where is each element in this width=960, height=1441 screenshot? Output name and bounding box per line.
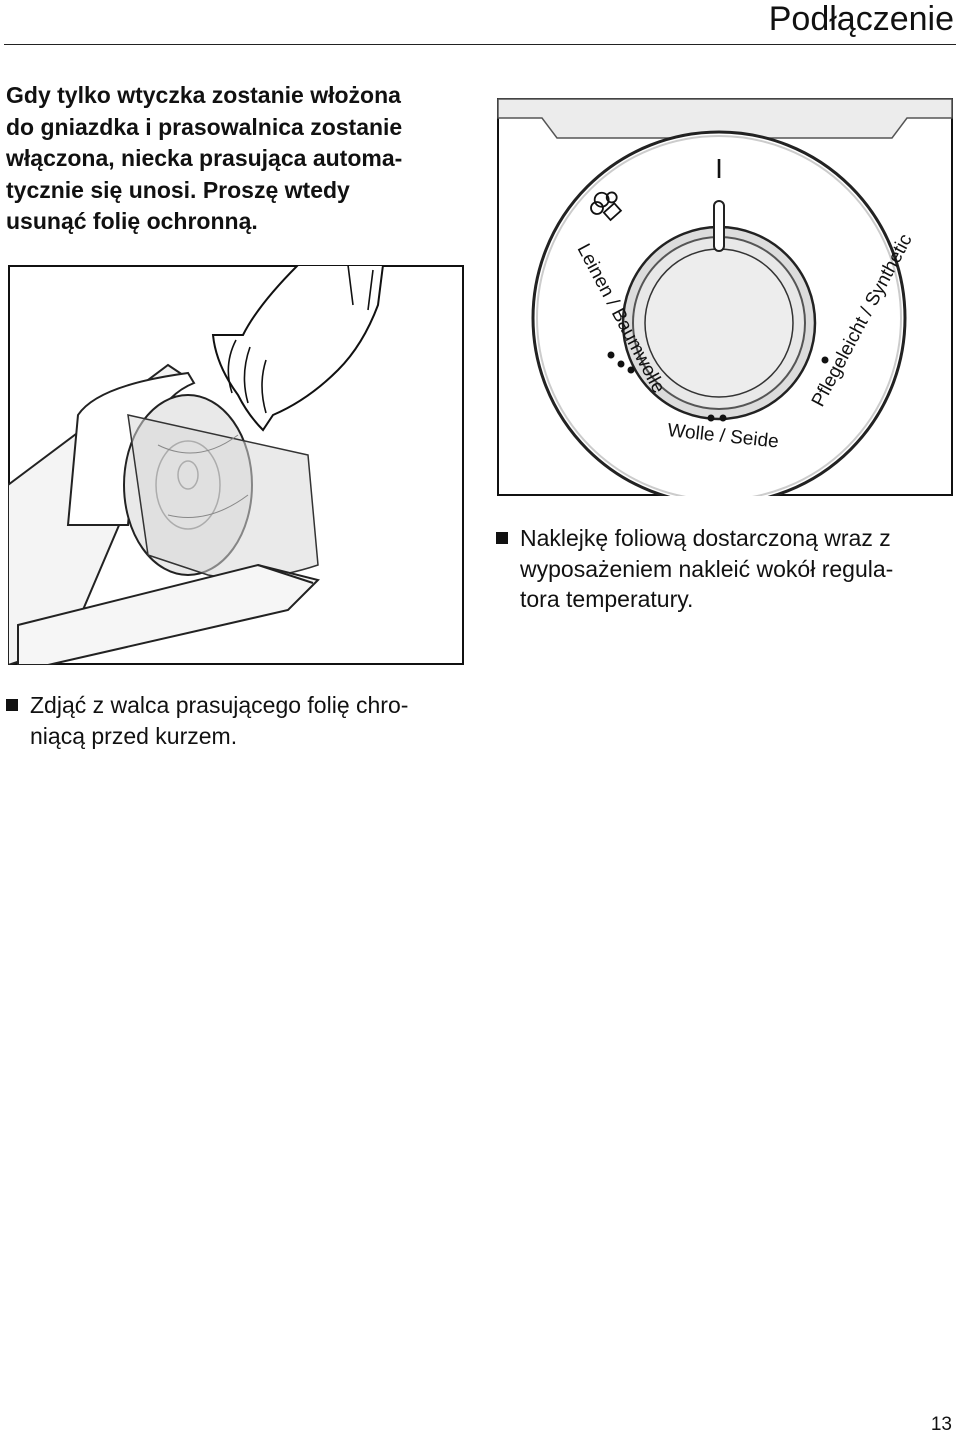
wool-dots <box>707 414 727 422</box>
header-divider <box>4 44 956 45</box>
step-attach-sticker: Naklejkę foliową dostarczoną wraz z wypo… <box>496 523 960 615</box>
intro-line: usunąć folię ochronną. <box>6 208 258 234</box>
steam-icon <box>590 191 623 222</box>
intro-line: Gdy tylko wtyczka zostanie włożona <box>6 82 401 108</box>
intro-paragraph: Gdy tylko wtyczka zostanie włożona do gn… <box>6 80 476 238</box>
intro-line: do gniazdka i prasowalnica zostanie <box>6 113 403 140</box>
dial-off-label: I <box>715 153 723 184</box>
step-line: niącą przed kurzem. <box>30 722 238 749</box>
foil-removal-illustration <box>8 265 464 665</box>
step-line: Zdjąć z walca prasującego folię chro- <box>30 692 409 718</box>
step-line: Naklejkę foliową dostarczoną wraz z <box>520 525 891 551</box>
intro-line: włączona, niecka prasująca automa- <box>6 145 403 171</box>
cotton-dots <box>607 351 635 374</box>
step-line: wyposażeniem nakleić wokół regula- <box>520 555 894 582</box>
page-number: 13 <box>930 1414 952 1435</box>
step-remove-foil: Zdjąć z walca prasującego folię chro- ni… <box>6 690 470 751</box>
temperature-dial-illustration: I Leinen / Baumwolle Wolle / Seide Pfleg… <box>497 98 953 496</box>
page-title: Podłączenie <box>768 0 954 38</box>
intro-line: tycznie się unosi. Proszę wtedy <box>6 176 350 203</box>
step-line: tora temperatury. <box>520 586 694 612</box>
bullet-square-icon <box>496 532 508 544</box>
synthetic-dot <box>821 356 829 364</box>
bullet-square-icon <box>6 699 18 711</box>
